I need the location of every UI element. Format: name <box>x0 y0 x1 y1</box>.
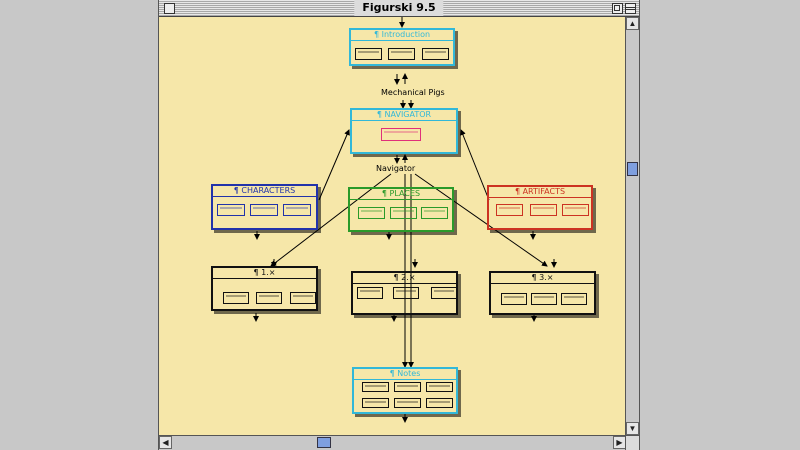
horizontal-scrollbar[interactable]: ◀ ▶ <box>159 435 626 450</box>
node-cell[interactable] <box>223 292 249 304</box>
node-notes[interactable]: ¶ Notes <box>352 367 458 414</box>
window-title: Figurski 9.5 <box>354 0 444 16</box>
scroll-up-icon[interactable]: ▲ <box>626 17 639 30</box>
node-cell[interactable] <box>530 204 557 216</box>
node-cell[interactable] <box>390 207 417 219</box>
node-cell[interactable] <box>357 287 383 299</box>
node-cell[interactable] <box>422 48 449 60</box>
scroll-down-icon[interactable]: ▼ <box>626 422 639 435</box>
node-title: ¶ ARTIFACTS <box>489 187 591 198</box>
node-title: ¶ 3.× <box>491 273 594 284</box>
node-cell[interactable] <box>362 382 389 392</box>
link-line <box>460 129 490 201</box>
node-cell[interactable] <box>355 48 382 60</box>
node-navigator[interactable]: ¶ NAVIGATOR <box>350 108 458 154</box>
link-label-mechanical-pigs: Mechanical Pigs <box>381 88 445 97</box>
node-title: ¶ NAVIGATOR <box>352 110 456 121</box>
link-line <box>414 173 548 267</box>
node-title: ¶ 1.× <box>213 268 316 279</box>
link-line <box>318 129 350 201</box>
node-cell[interactable] <box>250 204 278 216</box>
zoom-box-icon[interactable] <box>612 3 623 14</box>
grow-box-icon[interactable] <box>625 435 639 450</box>
figurski-window: Figurski 9.5 <box>158 0 640 450</box>
node-cell[interactable] <box>290 292 316 304</box>
link-lines <box>253 17 557 423</box>
node-cell[interactable] <box>362 398 389 408</box>
node-cell[interactable] <box>561 293 587 305</box>
node-cell[interactable] <box>283 204 311 216</box>
node-chapter-1[interactable]: ¶ 1.× <box>211 266 318 311</box>
link-label-navigator: Navigator <box>376 164 416 173</box>
node-cell[interactable] <box>381 128 421 141</box>
node-title: ¶ CHARACTERS <box>213 186 316 197</box>
node-cell[interactable] <box>394 398 421 408</box>
node-chapter-3[interactable]: ¶ 3.× <box>489 271 596 315</box>
vertical-scrollbar[interactable]: ▲ ▼ <box>625 17 639 435</box>
node-cell[interactable] <box>562 204 589 216</box>
close-box-icon[interactable] <box>164 3 175 14</box>
node-title: ¶ PLACES <box>350 189 452 200</box>
node-cell[interactable] <box>496 204 523 216</box>
node-cell[interactable] <box>256 292 282 304</box>
vertical-scroll-thumb[interactable] <box>627 162 638 176</box>
node-artifacts[interactable]: ¶ ARTIFACTS <box>487 185 593 230</box>
node-introduction[interactable]: ¶ Introduction <box>349 28 455 66</box>
node-title: ¶ 2.× <box>353 273 456 284</box>
node-cell[interactable] <box>217 204 245 216</box>
node-cell[interactable] <box>358 207 385 219</box>
node-title: ¶ Notes <box>354 369 456 380</box>
node-cell[interactable] <box>393 287 419 299</box>
scroll-left-icon[interactable]: ◀ <box>159 436 172 449</box>
link-line <box>270 173 392 267</box>
node-cell[interactable] <box>421 207 448 219</box>
node-characters[interactable]: ¶ CHARACTERS <box>211 184 318 230</box>
node-title: ¶ Introduction <box>351 30 453 41</box>
node-cell[interactable] <box>531 293 557 305</box>
node-chapter-2[interactable]: ¶ 2.× <box>351 271 458 315</box>
horizontal-scroll-thumb[interactable] <box>317 437 331 448</box>
node-cell[interactable] <box>426 398 453 408</box>
node-cell[interactable] <box>431 287 457 299</box>
node-cell[interactable] <box>388 48 415 60</box>
collapse-box-icon[interactable] <box>625 3 636 14</box>
title-bar[interactable]: Figurski 9.5 <box>159 0 639 17</box>
node-cell[interactable] <box>501 293 527 305</box>
node-cell[interactable] <box>426 382 453 392</box>
node-places[interactable]: ¶ PLACES <box>348 187 454 232</box>
node-cell[interactable] <box>394 382 421 392</box>
diagram-canvas[interactable]: ¶ Introduction Mechanical Pigs ¶ NAVIGAT… <box>159 17 626 435</box>
